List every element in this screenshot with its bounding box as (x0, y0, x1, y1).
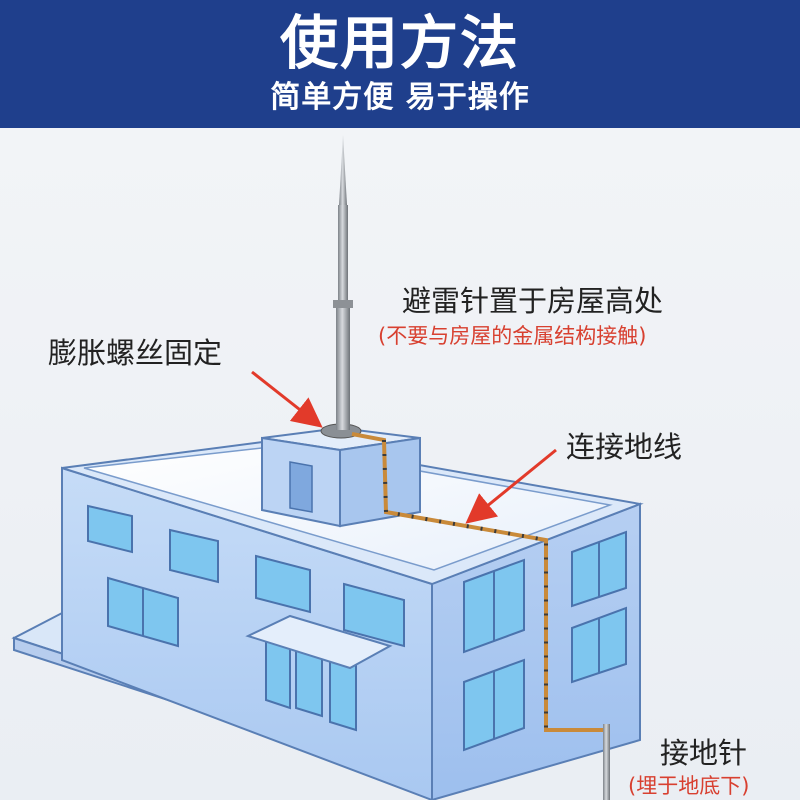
rooftop-housing (261, 426, 421, 528)
ground-wire (351, 432, 606, 732)
label-ground-rod: 接地针 (660, 736, 748, 770)
label-ground-rod-note: (埋于地底下) (628, 774, 750, 798)
arrow-ground-wire (465, 448, 557, 524)
header-banner: 使用方法 简单方便 易于操作 (0, 0, 800, 128)
label-rod-placement-note: (不要与房屋的金属结构接触) (378, 324, 647, 348)
arrow-expansion-bolt (251, 370, 323, 428)
label-expansion-bolt: 膨胀螺丝固定 (48, 336, 223, 370)
front-windows (87, 504, 405, 732)
page-subtitle: 简单方便 易于操作 (270, 80, 530, 115)
label-rod-placement: 避雷针置于房屋高处 (402, 284, 664, 318)
grounding-rod (603, 724, 610, 800)
callout-arrows (251, 370, 557, 524)
page-title: 使用方法 (279, 9, 520, 77)
label-ground-wire: 连接地线 (566, 430, 683, 464)
door-canopy (245, 614, 393, 670)
lightning-rod (320, 135, 362, 439)
side-windows (463, 530, 627, 752)
